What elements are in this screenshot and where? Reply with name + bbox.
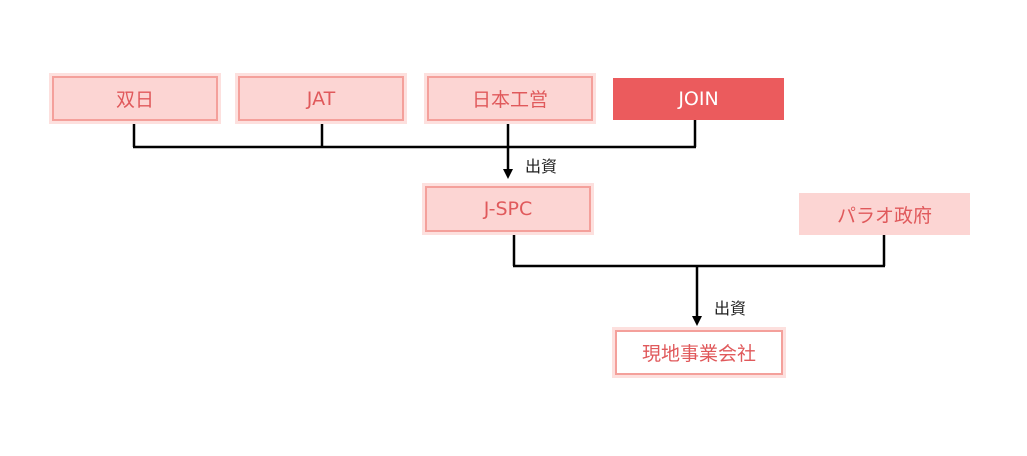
investor-label: 双日: [115, 89, 154, 111]
local-company-box: 現地事業会社: [615, 330, 783, 375]
investment-label: 出資: [525, 157, 558, 176]
investor-label: JAT: [306, 87, 336, 110]
government-label: パラオ政府: [836, 204, 932, 227]
investor-box-jat: JAT: [238, 76, 404, 121]
investor-label: JOIN: [678, 88, 719, 110]
spc-box: J-SPC: [425, 186, 591, 232]
investor-box-sojitz: 双日: [52, 76, 218, 121]
investor-box-join: JOIN: [613, 78, 784, 120]
investor-label: 日本工営: [471, 89, 548, 111]
investor-box-nippon-koei: 日本工営: [427, 76, 593, 121]
spc-label: J-SPC: [483, 198, 533, 220]
local-company-label: 現地事業会社: [641, 343, 756, 365]
investment-label: 出資: [714, 299, 747, 318]
government-box: パラオ政府: [799, 193, 970, 235]
